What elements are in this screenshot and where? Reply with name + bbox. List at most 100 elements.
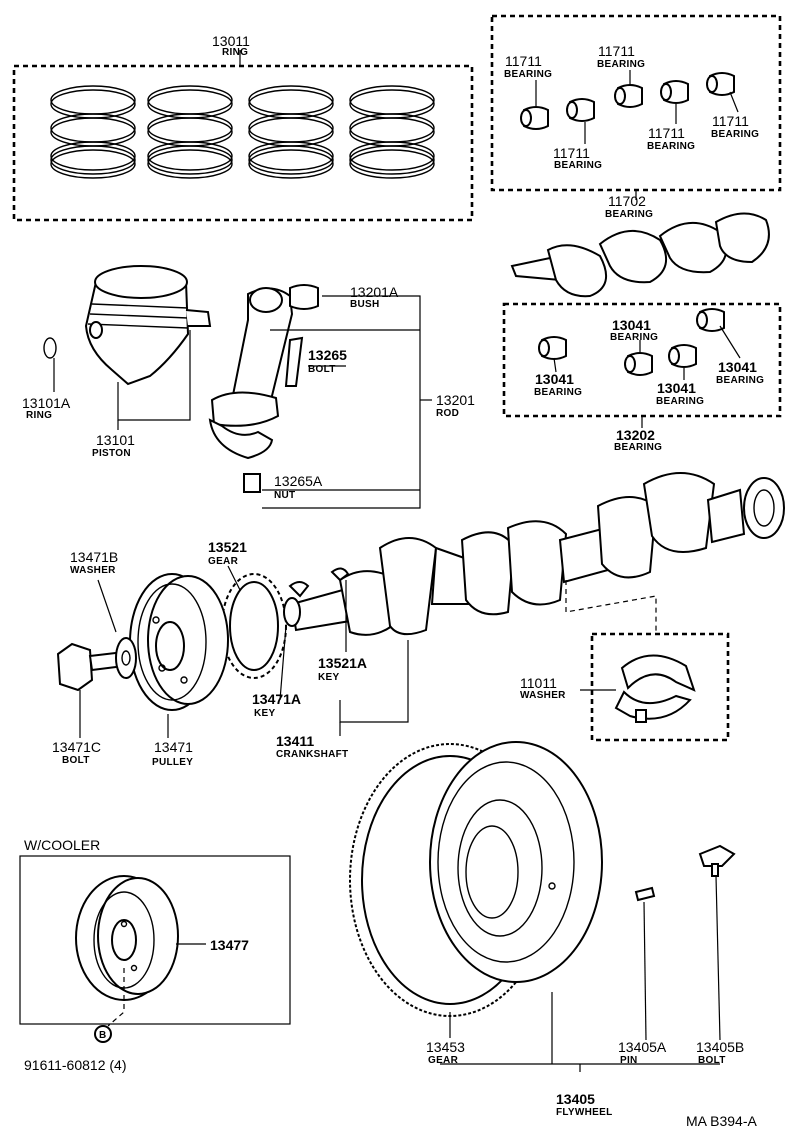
flywheel-bolt-name: BOLT	[698, 1055, 726, 1066]
ring-gear-number: 13453	[426, 1039, 465, 1055]
timing-gear-drawing	[221, 567, 350, 679]
flywheel-bolt-number: 13405B	[696, 1039, 744, 1055]
main-bearing-shell-5	[706, 72, 735, 96]
connecting-rod-drawing	[208, 284, 432, 509]
rod-bearing-set-number: 13202	[616, 427, 655, 443]
rod-name: ROD	[436, 408, 459, 419]
pulley-bolt-drawing	[56, 565, 409, 738]
pulley-washer-name: WASHER	[70, 565, 116, 576]
flywheel-drawing	[349, 741, 736, 1072]
bush-name: BUSH	[350, 299, 380, 310]
piston-ring-number: 13101A	[22, 395, 71, 411]
pulley-name: PULLEY	[152, 757, 193, 768]
crankshaft-drawing	[290, 472, 785, 636]
gear-key-drawing	[330, 567, 350, 582]
main-bearing-1-number: 11711	[505, 53, 542, 69]
bush-number: 13201A	[350, 284, 399, 300]
ring-set-box	[12, 64, 474, 222]
piston-ring-clip	[43, 337, 57, 359]
cooler-bolt-marker	[94, 1025, 112, 1043]
rod-bearing-shell-3	[668, 344, 697, 368]
rod-bearing-2-name: BEARING	[716, 375, 764, 386]
pulley-number: 13471	[154, 739, 193, 755]
ring-set-piston-2	[147, 85, 233, 179]
thrust-washer-number: 11011	[520, 675, 557, 691]
rod-bolt-drawing	[284, 336, 304, 387]
ring-set-name: RING	[222, 47, 248, 58]
main-bearing-2-name: BEARING	[597, 59, 645, 70]
rod-bearing-3-name: BEARING	[534, 387, 582, 398]
pulley-bolt-name: BOLT	[62, 755, 90, 766]
main-bearing-shell-2	[566, 98, 595, 122]
rod-bearing-group	[502, 302, 782, 428]
rod-bearing-shell-2	[624, 352, 653, 376]
rod-bearing-3-number: 13041	[535, 371, 574, 387]
gear-number: 13521	[208, 539, 247, 555]
ring-set-piston-4	[349, 85, 435, 179]
main-bearing-4-name: BEARING	[647, 141, 695, 152]
main-bearing-5-name: BEARING	[711, 129, 759, 140]
ring-set-piston-3	[248, 85, 334, 179]
cooler-pulley-number: 13477	[210, 937, 249, 953]
main-bearing-3-number: 11711	[553, 145, 590, 161]
diagram-code: MA B394-A	[686, 1113, 757, 1129]
bush-drawing	[289, 284, 319, 310]
rod-bolt-number: 13265	[308, 347, 347, 363]
cooler-group	[19, 855, 291, 1043]
main-bearing-set-name: BEARING	[605, 209, 653, 220]
pulley-key-number: 13471A	[252, 691, 301, 707]
crankshaft-number: 13411	[276, 733, 314, 749]
rod-bearing-4-number: 13041	[657, 380, 696, 396]
ring-set-group	[12, 50, 474, 222]
main-bearing-shell-3	[614, 84, 643, 108]
labels: 13011 RING 11711 BEARING 11711 BEARING 1…	[22, 33, 764, 1129]
rod-bearing-1-number: 13041	[612, 317, 651, 333]
main-bearing-shell-4	[660, 80, 689, 104]
pulley-bolt-number: 13471C	[52, 739, 101, 755]
pulley-drawing	[129, 573, 229, 711]
main-bearing-group	[490, 14, 782, 200]
rod-bearing-set-name: BEARING	[614, 442, 662, 453]
pulley-key-drawing	[288, 581, 310, 598]
main-bearing-5-number: 11711	[712, 113, 749, 129]
gear-key-number: 13521A	[318, 655, 367, 671]
main-bearing-1-name: BEARING	[504, 69, 552, 80]
flywheel-bolt-drawing	[698, 844, 736, 867]
rod-number: 13201	[436, 392, 475, 408]
pulley-washer-number: 13471B	[70, 549, 118, 565]
flywheel-number: 13405	[556, 1091, 595, 1107]
piston-ring-name: RING	[26, 410, 52, 421]
main-bearing-set-number: 11702	[608, 193, 646, 209]
thrust-washer-name: WASHER	[520, 690, 566, 701]
ring-set-number: 13011	[212, 33, 250, 49]
cooler-box	[19, 855, 291, 1025]
piston-number: 13101	[96, 432, 135, 448]
thrust-washer-group	[580, 632, 730, 742]
flywheel-name: FLYWHEEL	[556, 1107, 612, 1118]
cooler-section-label: W/COOLER	[24, 837, 100, 853]
nut-number: 13265A	[274, 473, 323, 489]
rod-bearing-2-number: 13041	[718, 359, 757, 375]
main-bearing-2-number: 11711	[598, 43, 635, 59]
ring-gear-name: GEAR	[428, 1055, 459, 1066]
pin-name: PIN	[620, 1055, 638, 1066]
rod-bolt-name: BOLT	[308, 364, 336, 375]
piston-name: PISTON	[92, 448, 131, 459]
ring-set-piston-1	[50, 85, 136, 179]
cooler-bolt-number: 91611-60812 (4)	[24, 1057, 126, 1073]
nut-drawing	[243, 473, 261, 493]
pulley-washer-drawing	[115, 637, 137, 679]
rod-bearing-1-name: BEARING	[610, 332, 658, 343]
pin-number: 13405A	[618, 1039, 667, 1055]
main-bearing-3-name: BEARING	[554, 160, 602, 171]
piston-drawing	[43, 265, 212, 430]
main-bearing-4-number: 11711	[648, 125, 685, 141]
gear-name: GEAR	[208, 556, 239, 567]
rod-bearing-shell-4	[696, 308, 725, 332]
pulley-key-name: KEY	[254, 708, 275, 719]
crankshaft-name: CRANKSHAFT	[276, 749, 348, 760]
nut-name: NUT	[274, 490, 295, 501]
rod-bearing-4-name: BEARING	[656, 396, 704, 407]
thrust-washer-box	[590, 632, 730, 742]
